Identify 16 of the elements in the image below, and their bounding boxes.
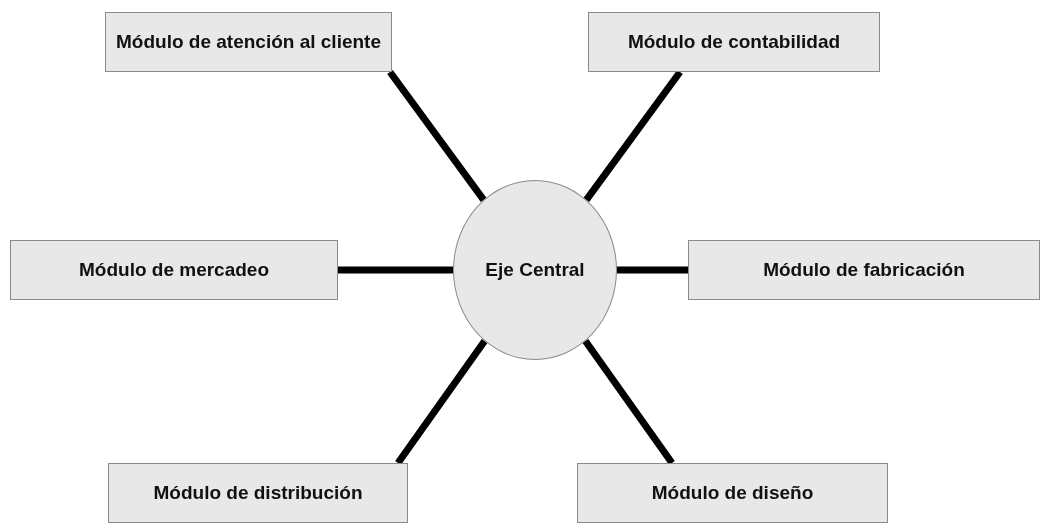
connector-line bbox=[338, 266, 453, 274]
module-box bbox=[105, 12, 392, 72]
node-label: Módulo de atención al cliente bbox=[115, 29, 382, 54]
connector-line bbox=[387, 69, 487, 202]
node-label: Módulo de contabilidad bbox=[626, 29, 842, 54]
module-box bbox=[688, 240, 1040, 300]
node-label: Módulo de fabricación bbox=[762, 257, 966, 282]
module-box bbox=[10, 240, 338, 300]
module-box bbox=[108, 463, 408, 523]
connector-line bbox=[617, 266, 688, 274]
node-label: Módulo de diseño bbox=[650, 480, 815, 505]
node-label: Eje Central bbox=[484, 257, 586, 282]
node-label: Módulo de distribución bbox=[152, 480, 364, 505]
node-label: Módulo de mercadeo bbox=[78, 257, 270, 282]
module-box bbox=[577, 463, 888, 523]
module-box bbox=[588, 12, 880, 72]
